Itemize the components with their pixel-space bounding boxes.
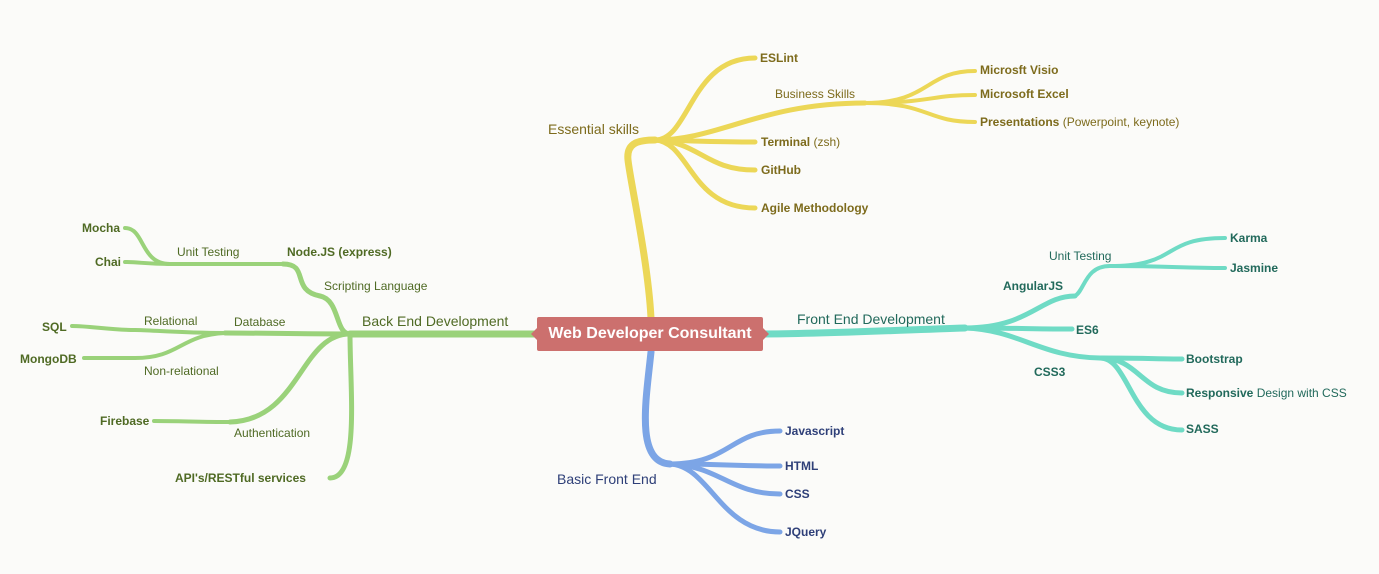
connector-center-basic [641,348,674,468]
scripting-language-node[interactable]: Scripting Language [324,279,428,293]
bootstrap-label: Bootstrap [1186,352,1243,366]
connector-unittesting-chai [123,260,172,266]
javascript-label: Javascript [785,424,845,438]
css-node[interactable]: CSS [785,487,810,501]
mongodb-node[interactable]: MongoDB [20,352,77,366]
mocha-label: Mocha [82,221,121,235]
connector-business-presentations [863,101,977,124]
responsive-label: Responsive [1186,386,1254,400]
frontend-topic[interactable]: Front End Development [797,311,945,327]
connector-backend-database [222,330,353,337]
sql-node[interactable]: SQL [42,320,67,334]
jquery-node[interactable]: JQuery [785,525,826,539]
presentations-node[interactable]: Presentations (Powerpoint, keynote) [980,115,1179,129]
angularjs-node[interactable]: AngularJS [1003,279,1063,293]
connector-essential-eslint [652,55,758,143]
bootstrap-node[interactable]: Bootstrap [1186,352,1243,366]
presentations-label: Presentations [980,115,1060,129]
terminal-note: (zsh) [810,135,841,149]
sass-node[interactable]: SASS [1186,422,1219,436]
terminal-label: Terminal [761,135,811,149]
html-label: HTML [785,459,819,473]
backend-branch [70,226,541,481]
css-label: CSS [785,487,810,501]
connector-frontend-css3 [962,325,1103,361]
connector-database-nonrelational [133,331,227,360]
backend-topic[interactable]: Back End Development [362,313,509,329]
apis-node[interactable]: API's/RESTful services [175,471,306,485]
mongodb-label: MongoDB [20,352,77,366]
responsive-node[interactable]: Responsive Design with CSS [1186,386,1347,400]
connector-center-essential [624,136,659,322]
angularjs-label: AngularJS [1003,279,1064,293]
frontend-branch [759,236,1227,433]
apis-label: API's/RESTful services [175,471,306,485]
agile-label: Agile Methodology [761,201,869,215]
authentication-node[interactable]: Authentication [234,426,311,440]
agile-node[interactable]: Agile Methodology [761,201,868,215]
connector-frontend-angular [962,293,1078,331]
github-node[interactable]: GitHub [761,163,801,177]
responsive-note: Design with CSS [1253,386,1347,400]
connector-basic-jquery [667,461,783,535]
karma-node[interactable]: Karma [1230,231,1267,245]
presentations-note: (Powerpoint, keynote) [1059,115,1180,129]
mocha-node[interactable]: Mocha [82,221,120,235]
relational-node[interactable]: Relational [144,314,198,328]
nodejs-node[interactable]: Node.JS (express) [287,245,392,259]
essential-skills-topic[interactable]: Essential skills [548,121,640,137]
frontend-unit-testing-node[interactable]: Unit Testing [1049,249,1112,263]
sql-label: SQL [42,320,67,334]
nodejs-label: Node.JS (express) [287,245,392,259]
connector-center-frontend [759,324,969,338]
es6-node[interactable]: ES6 [1076,323,1099,337]
business-skills-node[interactable]: Business Skills [775,87,856,101]
chai-label: Chai [95,255,122,269]
css3-node[interactable]: CSS3 [1034,365,1065,379]
connector-scripting-node [280,261,323,299]
firebase-label: Firebase [100,414,150,428]
connector-unittesting-mocha [123,226,172,266]
css3-label: CSS3 [1034,365,1066,379]
central-topic-node[interactable]: Web Developer Consultant [531,317,769,351]
eslint-label: ESLint [760,51,798,65]
es6-label: ES6 [1076,323,1099,337]
jquery-label: JQuery [785,525,827,539]
connector-unittesting-karma [1108,236,1227,268]
chai-node[interactable]: Chai [95,255,121,269]
connector-basic-javascript [667,428,783,467]
database-node[interactable]: Database [234,315,286,329]
eslint-node[interactable]: ESLint [760,51,798,65]
connector-essential-agile [652,137,758,211]
visio-node[interactable]: Microsft Visio [980,63,1058,77]
excel-label: Microsoft Excel [980,87,1069,101]
html-node[interactable]: HTML [785,459,818,473]
terminal-node[interactable]: Terminal (zsh) [761,135,840,149]
connector-css3-sass [1097,355,1185,433]
connector-authentication-firebase [152,419,232,424]
javascript-node[interactable]: Javascript [785,424,844,438]
connector-angular-unittesting [1073,264,1112,298]
sass-label: SASS [1186,422,1219,436]
visio-label: Microsft Visio [980,63,1059,77]
non-relational-node[interactable]: Non-relational [144,364,219,378]
connector-unittesting-jasmine [1108,264,1227,270]
connector-backend-authentication [227,331,353,425]
basic-frontend-topic[interactable]: Basic Front End [557,471,657,487]
jasmine-label: Jasmine [1230,261,1279,275]
backend-unit-testing-node[interactable]: Unit Testing [177,245,240,259]
firebase-node[interactable]: Firebase [100,414,149,428]
basic-frontend-branch [641,348,783,535]
connector-backend-scripting [317,293,353,337]
github-label: GitHub [761,163,801,177]
connector-backend-apis [327,331,355,481]
connector-relational-sql [70,324,137,332]
jasmine-node[interactable]: Jasmine [1230,261,1278,275]
karma-label: Karma [1230,231,1268,245]
excel-node[interactable]: Microsoft Excel [980,87,1069,101]
essential-skills-branch [624,55,977,322]
connector-essential-github [652,137,758,173]
